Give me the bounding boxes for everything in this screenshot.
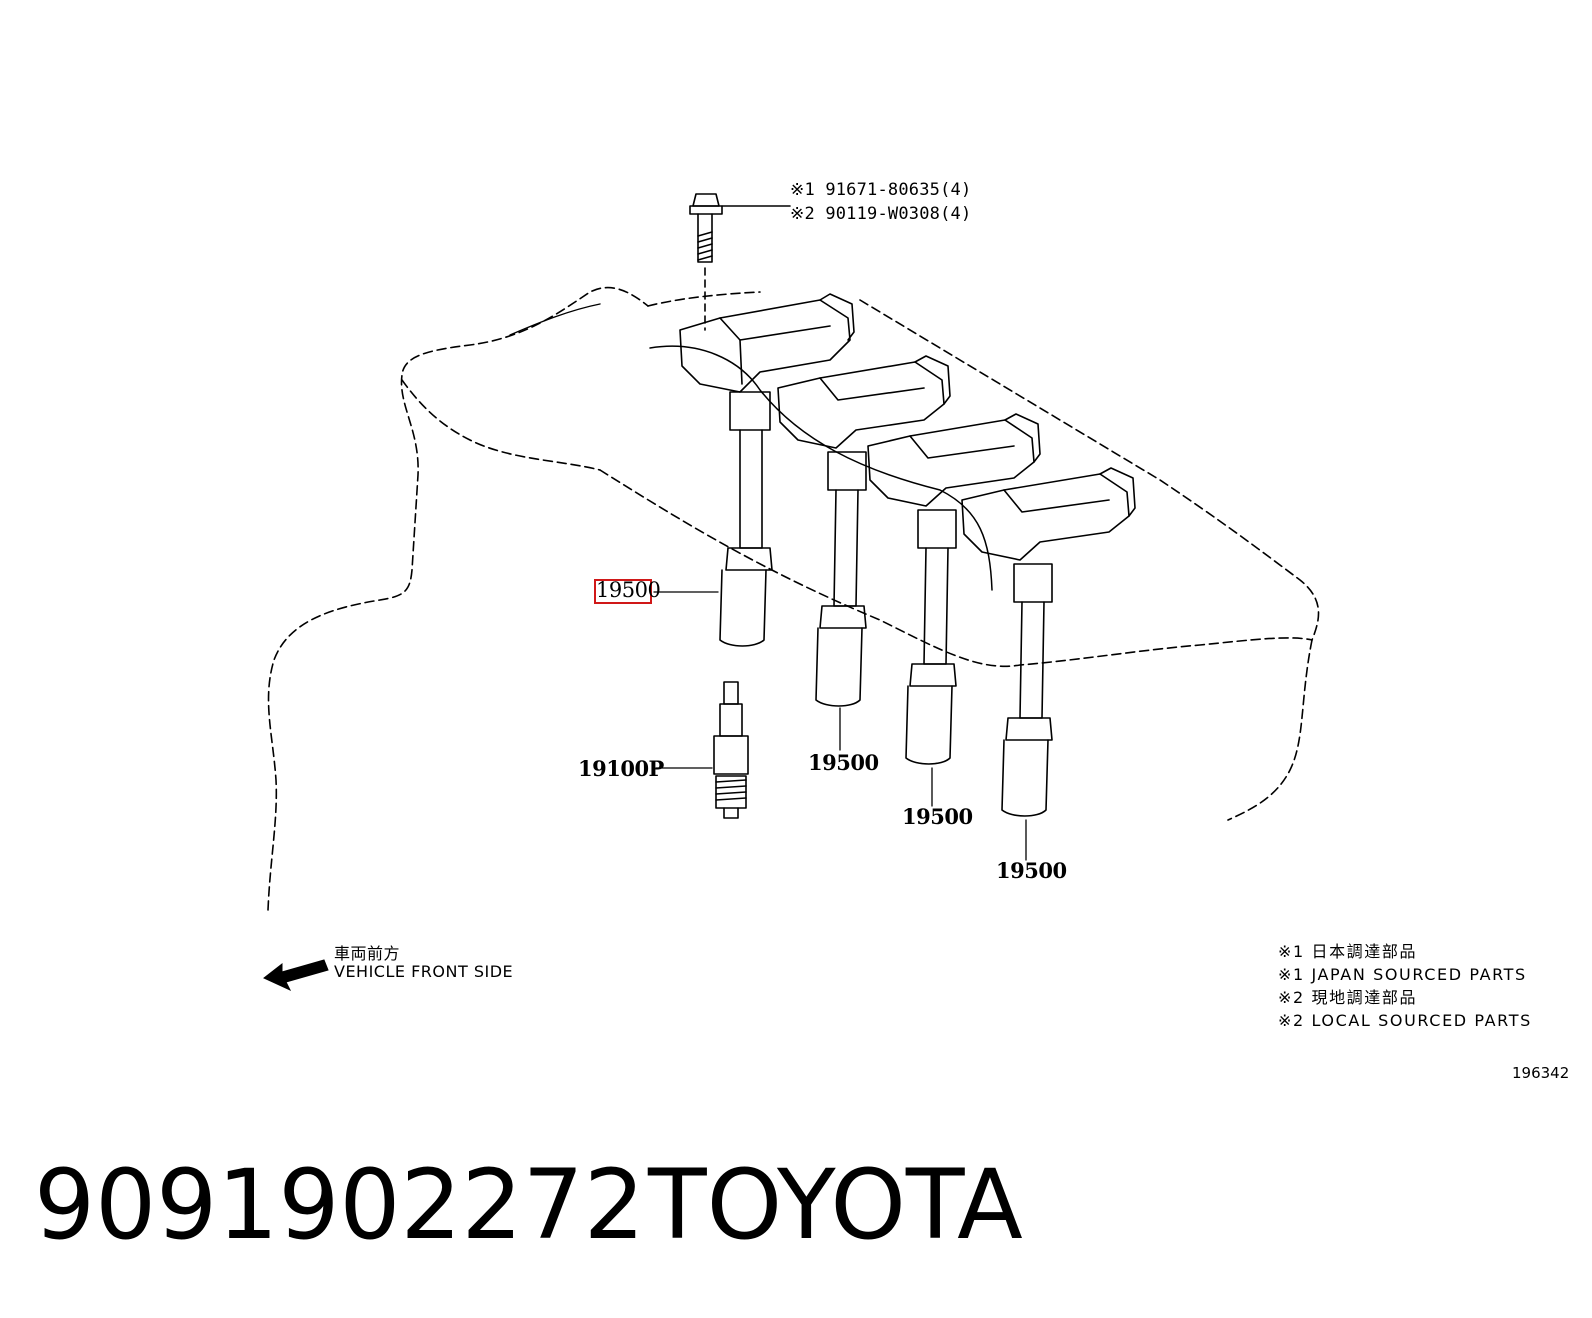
- bolt-part-label-2: ※2 90119-W0308(4): [790, 204, 972, 224]
- coil-callout-3[interactable]: 19500: [902, 804, 973, 829]
- coil-callout-4[interactable]: 19500: [996, 858, 1067, 883]
- part-number: 9091902272: [34, 1149, 645, 1261]
- ignition-coil-1: [679, 293, 855, 647]
- front-label-en: VEHICLE FRONT SIDE: [334, 962, 514, 981]
- brand-name: TOYOTA: [648, 1149, 1023, 1261]
- engine-edge-line: [509, 303, 601, 336]
- spark-plug-callout[interactable]: 19100P: [578, 756, 664, 781]
- leader-lines: [653, 591, 1027, 861]
- legend-line-3: ※2 現地調達部品: [1278, 988, 1418, 1007]
- coil-callout-highlighted[interactable]: 19500: [596, 578, 661, 602]
- front-label-jp: 車両前方: [334, 944, 401, 963]
- legend-line-4: ※2 LOCAL SOURCED PARTS: [1278, 1011, 1532, 1030]
- spark-plug-drawing: [713, 681, 749, 819]
- bolt-drawing: [689, 193, 791, 331]
- bolt-part-label-1: ※1 91671-80635(4): [790, 180, 972, 200]
- coil-callout-2[interactable]: 19500: [808, 750, 879, 775]
- legend-line-2: ※1 JAPAN SOURCED PARTS: [1278, 965, 1527, 984]
- sourcing-legend: ※1 日本調達部品 ※1 JAPAN SOURCED PARTS ※2 現地調達…: [1278, 940, 1532, 1032]
- figure-reference: 196342: [1512, 1064, 1570, 1082]
- engine-head-outline: [267, 286, 1320, 911]
- ignition-coil-2: [777, 355, 951, 707]
- harness-wire: [649, 345, 993, 591]
- highlight-box: [594, 579, 652, 604]
- ignition-coil-4: [961, 467, 1136, 817]
- ignition-coil-3: [867, 413, 1041, 765]
- front-arrow-icon: [263, 959, 329, 992]
- legend-line-1: ※1 日本調達部品: [1278, 942, 1418, 961]
